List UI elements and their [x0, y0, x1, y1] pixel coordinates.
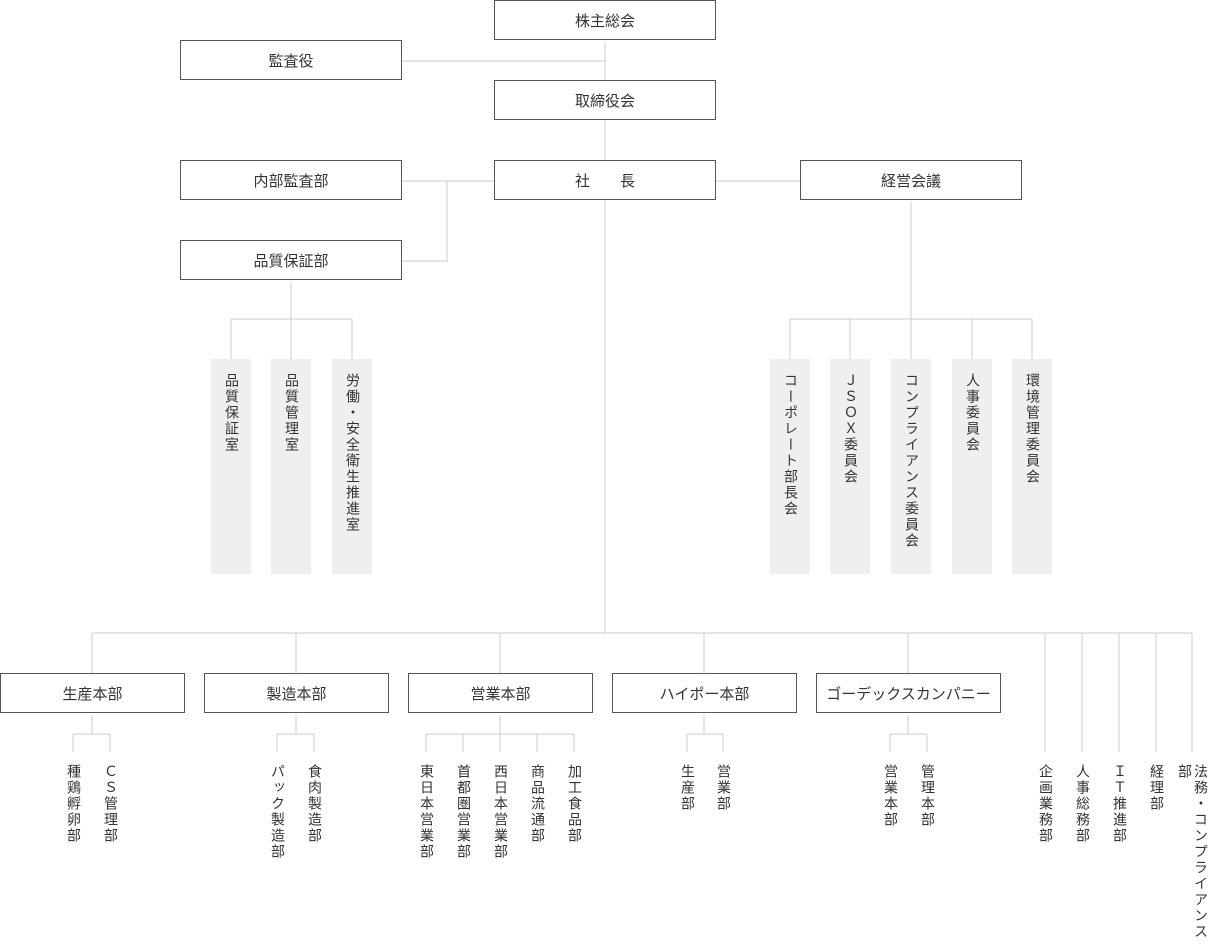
- qa-section: 労働・安全衛生推進室: [332, 359, 372, 574]
- committee: 環境管理委員会: [1012, 359, 1052, 574]
- department-label: 東日本営業部: [418, 764, 434, 860]
- shareholders-meeting-box: 株主総会: [494, 0, 716, 40]
- department-label: 商品流通部: [529, 764, 545, 844]
- president-box: 社 長: [494, 160, 716, 200]
- internal-audit-box: 内部監査部: [180, 160, 402, 200]
- box-label: 内部監査部: [253, 171, 329, 190]
- division-label: 製造本部: [266, 684, 327, 703]
- department-label: 加工食品部: [566, 764, 582, 844]
- department-label: 生産部: [679, 764, 695, 812]
- box-label: 品質保証部: [253, 251, 329, 270]
- section-label: 品質管理室: [283, 373, 299, 453]
- division-box: ハイポー本部: [612, 673, 797, 713]
- section-label: 品質保証室: [223, 373, 239, 453]
- box-label: 経営会議: [880, 171, 941, 190]
- committee: コーポレート部長会: [770, 359, 810, 574]
- division-box: 営業本部: [408, 673, 593, 713]
- division-label: ゴーデックスカンパニー: [826, 684, 991, 703]
- division-label: ハイポー本部: [659, 684, 750, 703]
- department-label: 首都圏営業部: [455, 764, 471, 860]
- department-label: 西日本営業部: [492, 764, 508, 860]
- board-box: 取締役会: [494, 80, 716, 120]
- division-label: 生産本部: [62, 684, 123, 703]
- section-label: 労働・安全衛生推進室: [344, 373, 360, 533]
- division-box: 製造本部: [204, 673, 389, 713]
- committee-label: コンプライアンス委員会: [903, 373, 919, 549]
- box-label: 株主総会: [574, 11, 635, 30]
- committee-label: 環境管理委員会: [1024, 373, 1040, 485]
- department-label: 種鶏孵卵部: [65, 764, 81, 844]
- committee-label: 人事委員会: [964, 373, 980, 453]
- department-label: 営業部: [715, 764, 731, 812]
- staff-department-label: 経理部: [1148, 764, 1164, 812]
- box-label: 社 長: [574, 171, 635, 190]
- box-label: 監査役: [268, 51, 314, 70]
- department-label: 食肉製造部: [306, 764, 322, 844]
- committee: ＪＳＯＸ委員会: [830, 359, 870, 574]
- staff-department-label: ＩＴ推進部: [1111, 764, 1127, 844]
- committee: 人事委員会: [952, 359, 992, 574]
- staff-department-label: 企画業務部: [1037, 764, 1053, 844]
- department-label: ＣＳ管理部: [102, 764, 118, 844]
- quality-assurance-box: 品質保証部: [180, 240, 402, 280]
- division-box: ゴーデックスカンパニー: [816, 673, 1001, 713]
- department-label: パック製造部: [269, 764, 285, 860]
- committee-label: コーポレート部長会: [782, 373, 798, 517]
- division-label: 営業本部: [470, 684, 531, 703]
- auditor-box: 監査役: [180, 40, 402, 80]
- staff-department-label: 人事総務部: [1074, 764, 1090, 844]
- department-label: 営業本部: [882, 764, 898, 828]
- committee-label: ＪＳＯＸ委員会: [842, 373, 858, 485]
- box-label: 取締役会: [574, 91, 635, 110]
- division-box: 生産本部: [0, 673, 185, 713]
- committee: コンプライアンス委員会: [891, 359, 931, 574]
- qa-section: 品質保証室: [211, 359, 251, 574]
- staff-department-label: 法務・コンプライアンス部: [1176, 764, 1208, 940]
- management-meeting-box: 経営会議: [800, 160, 1022, 200]
- department-label: 管理本部: [919, 764, 935, 828]
- qa-section: 品質管理室: [271, 359, 311, 574]
